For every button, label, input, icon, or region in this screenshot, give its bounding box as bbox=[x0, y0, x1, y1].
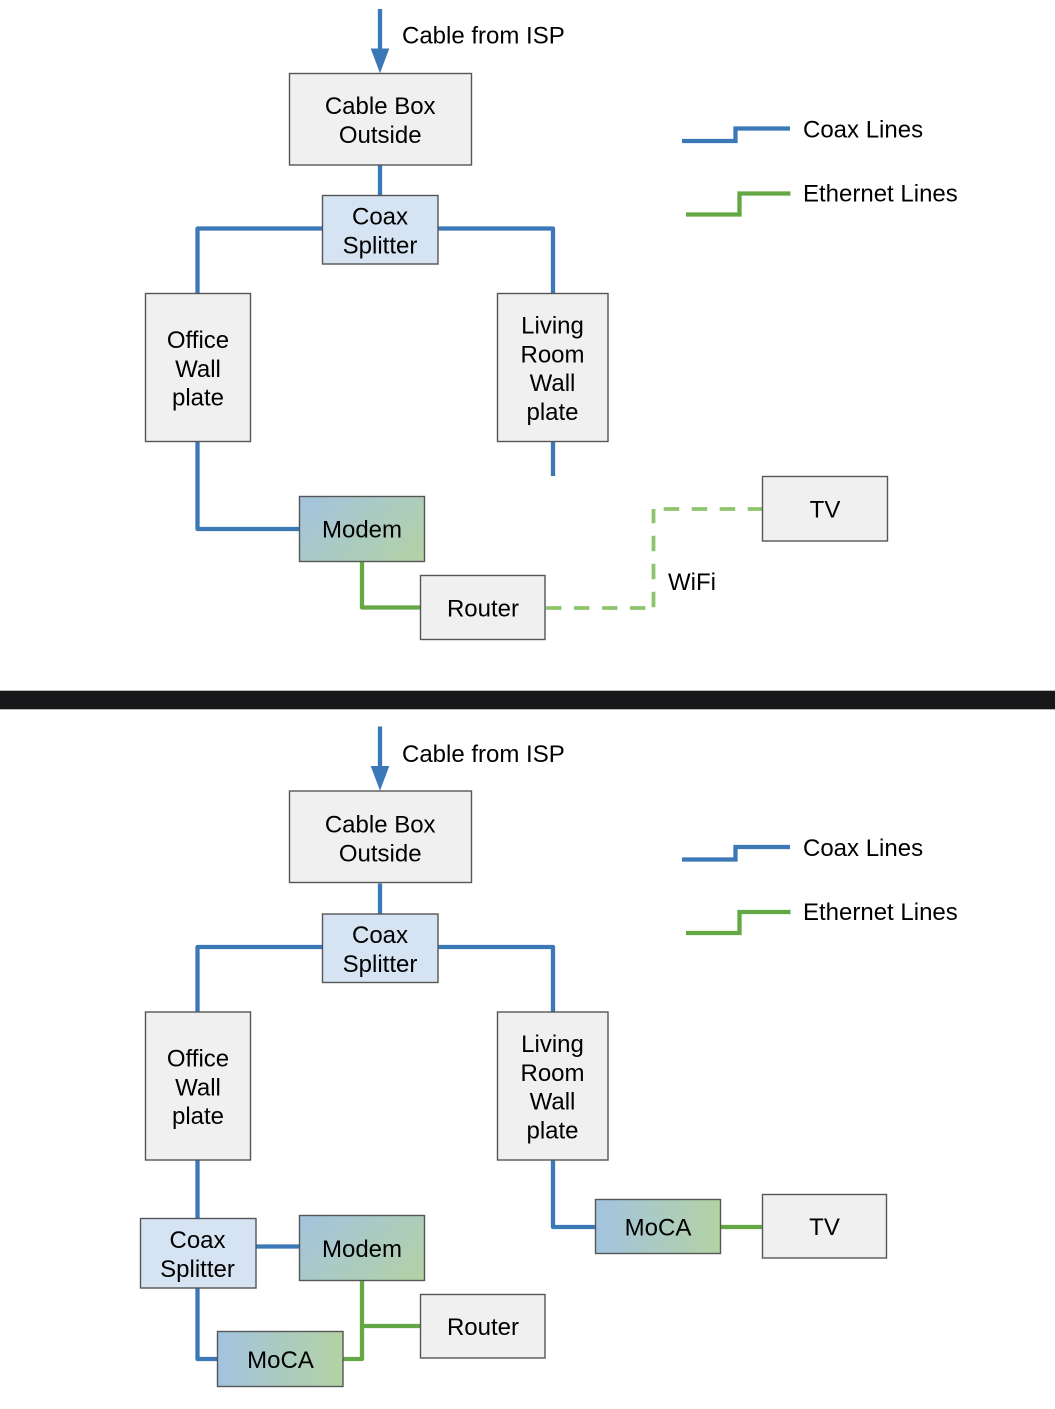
svg-text:Router: Router bbox=[447, 596, 519, 623]
svg-text:Modem: Modem bbox=[322, 1236, 402, 1263]
svg-text:Coax: Coax bbox=[352, 204, 408, 231]
svg-text:Office: Office bbox=[167, 1046, 229, 1073]
svg-text:Cable from ISP: Cable from ISP bbox=[402, 741, 565, 768]
svg-text:Room: Room bbox=[520, 1060, 584, 1087]
svg-text:Cable Box: Cable Box bbox=[325, 812, 436, 839]
svg-text:Wall: Wall bbox=[530, 1089, 576, 1116]
svg-text:Wall: Wall bbox=[175, 356, 221, 383]
svg-text:Modem: Modem bbox=[322, 517, 402, 544]
svg-text:Ethernet Lines: Ethernet Lines bbox=[803, 181, 958, 208]
svg-text:Coax Lines: Coax Lines bbox=[803, 117, 923, 144]
svg-text:plate: plate bbox=[172, 1103, 224, 1130]
svg-text:Office: Office bbox=[167, 327, 229, 354]
svg-text:Router: Router bbox=[447, 1314, 519, 1341]
svg-text:Splitter: Splitter bbox=[160, 1256, 235, 1283]
svg-text:Outside: Outside bbox=[339, 122, 422, 149]
svg-text:Ethernet Lines: Ethernet Lines bbox=[803, 899, 958, 926]
svg-text:plate: plate bbox=[172, 385, 224, 412]
svg-text:Coax: Coax bbox=[352, 922, 408, 949]
svg-text:MoCA: MoCA bbox=[625, 1215, 692, 1242]
svg-text:Wall: Wall bbox=[175, 1074, 221, 1101]
svg-text:WiFi: WiFi bbox=[668, 569, 716, 596]
svg-text:Wall: Wall bbox=[530, 370, 576, 397]
svg-text:Coax: Coax bbox=[169, 1227, 225, 1254]
svg-text:TV: TV bbox=[809, 1214, 840, 1241]
svg-text:plate: plate bbox=[526, 399, 578, 426]
svg-text:Splitter: Splitter bbox=[343, 951, 418, 978]
svg-text:Coax Lines: Coax Lines bbox=[803, 835, 923, 862]
svg-text:TV: TV bbox=[810, 497, 841, 524]
svg-text:Living: Living bbox=[521, 313, 584, 340]
svg-text:Cable Box: Cable Box bbox=[325, 93, 436, 120]
svg-text:Living: Living bbox=[521, 1031, 584, 1058]
svg-text:Outside: Outside bbox=[339, 840, 422, 867]
svg-text:Room: Room bbox=[520, 341, 584, 368]
svg-text:Cable from ISP: Cable from ISP bbox=[402, 23, 565, 50]
svg-text:MoCA: MoCA bbox=[247, 1347, 314, 1374]
svg-text:Splitter: Splitter bbox=[343, 232, 418, 259]
svg-text:plate: plate bbox=[526, 1118, 578, 1145]
